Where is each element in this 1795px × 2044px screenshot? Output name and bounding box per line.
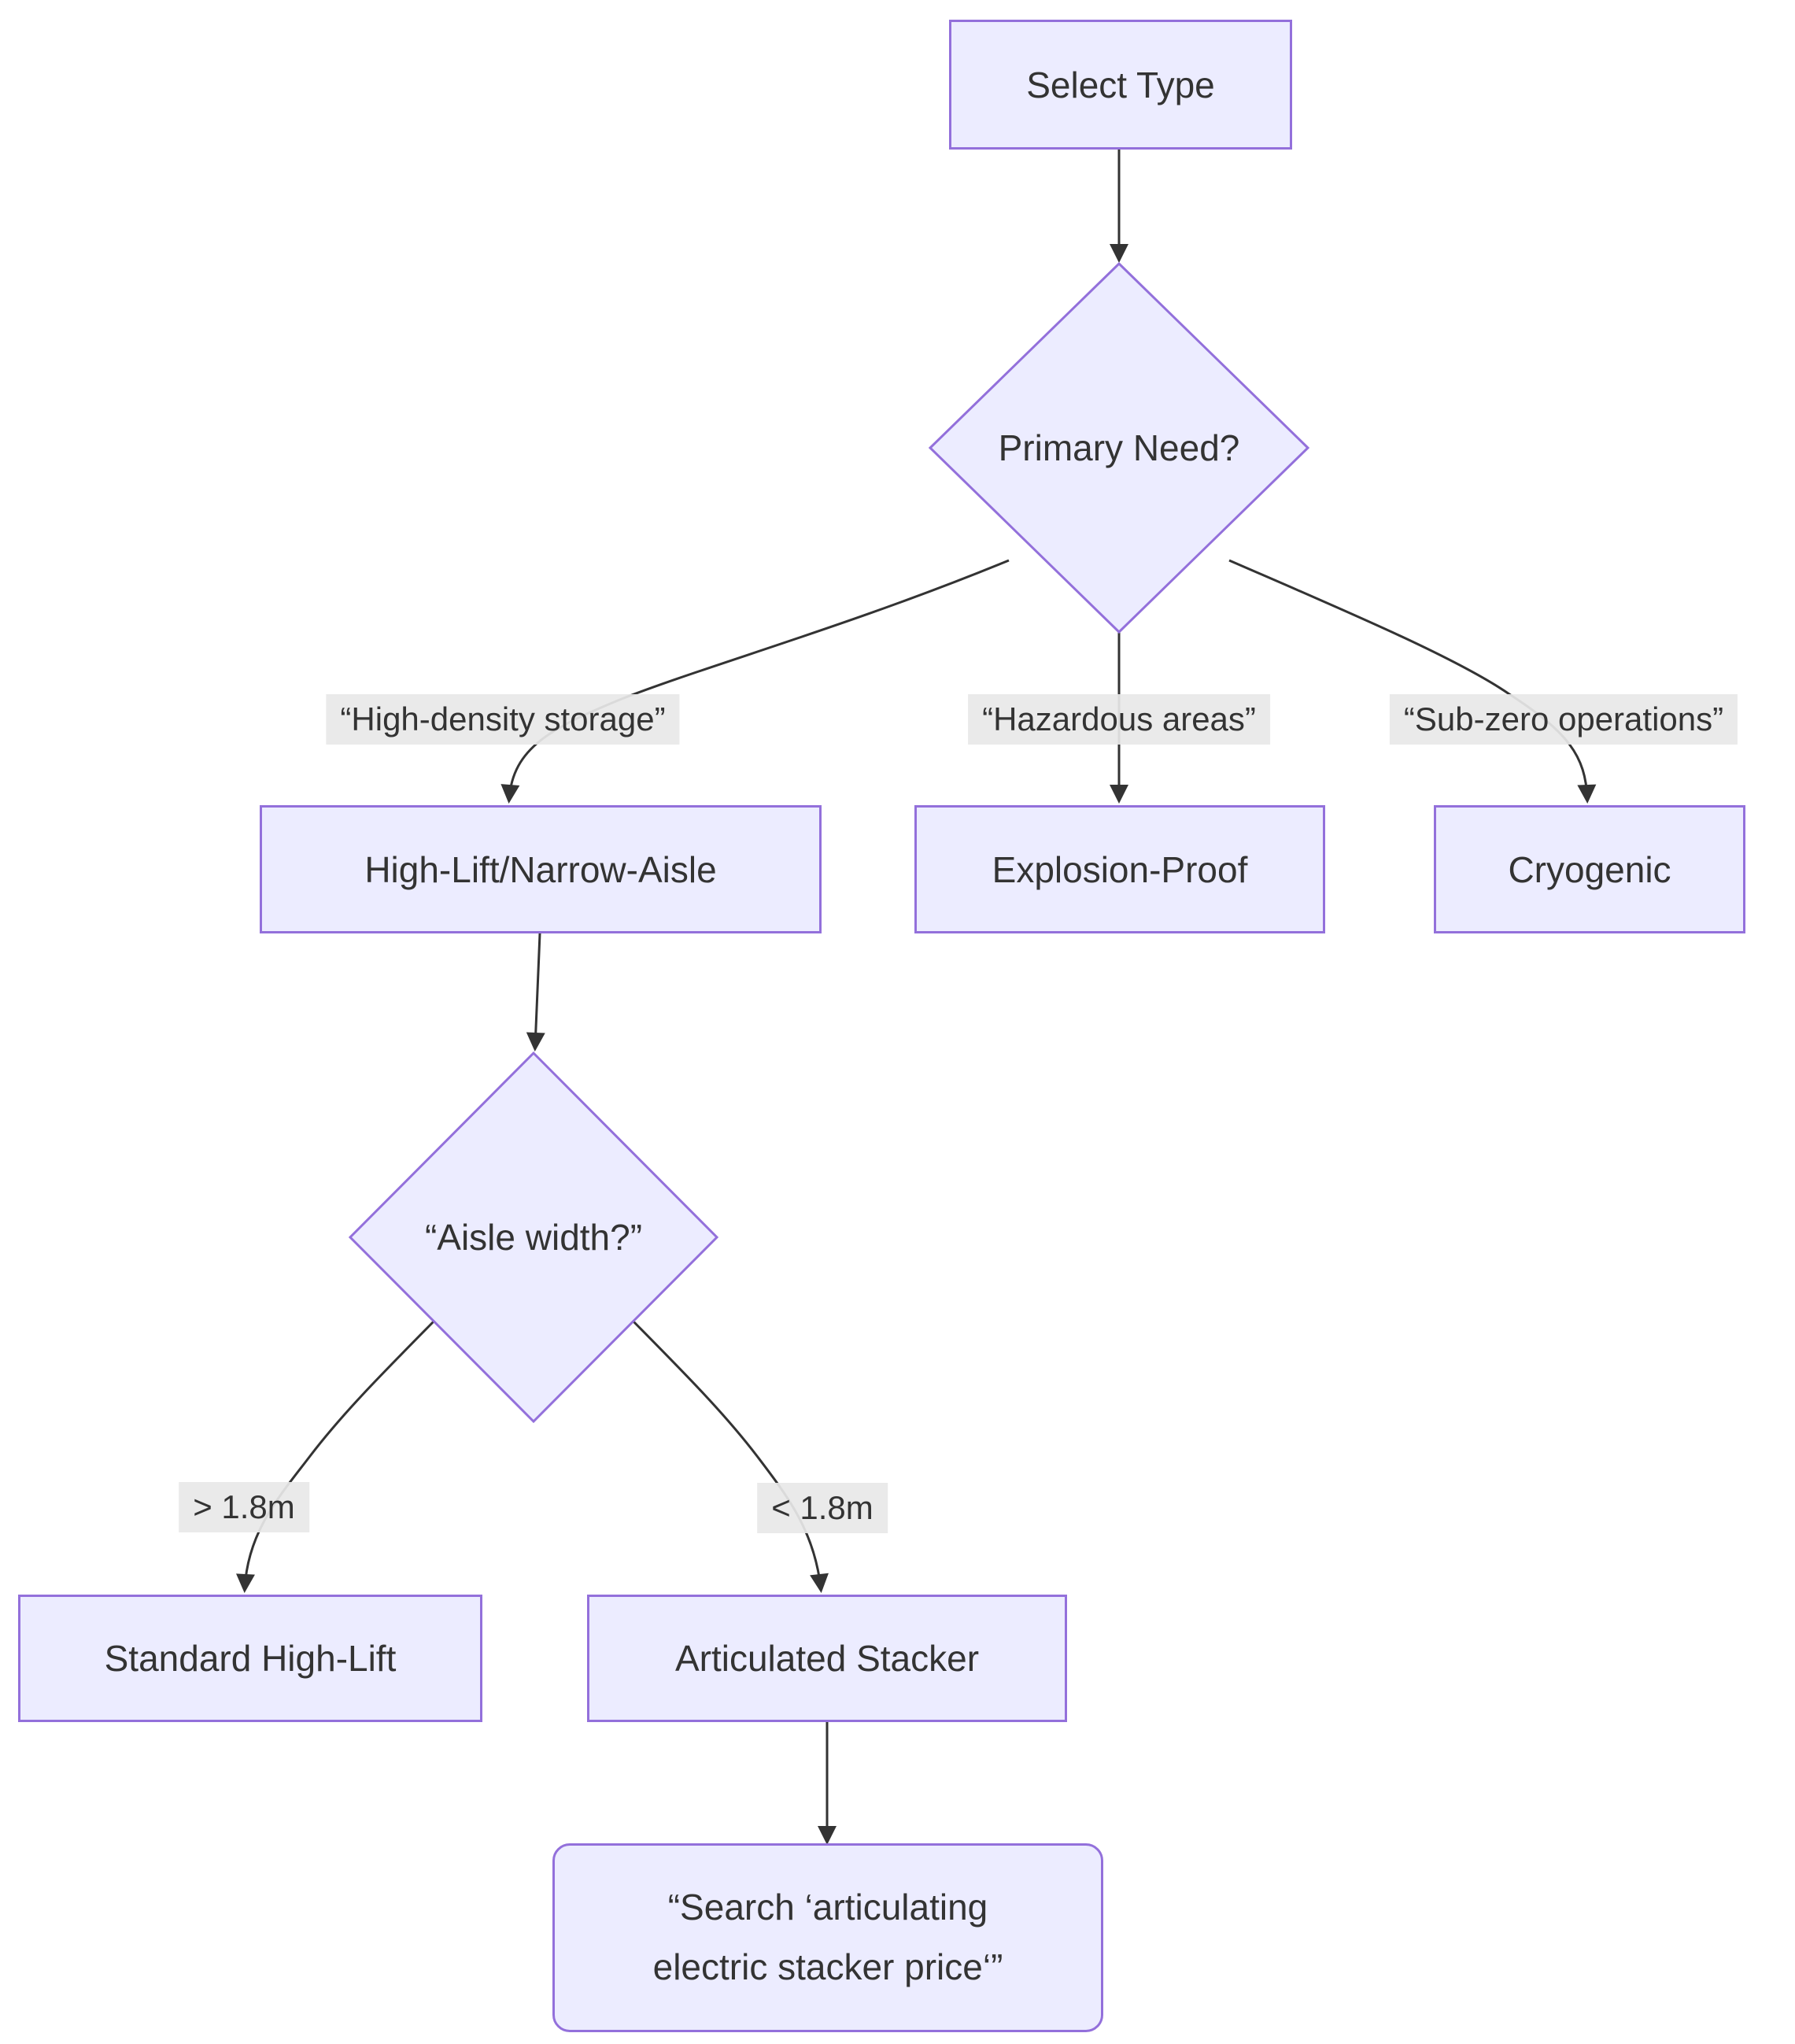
node-aisle-width-label: “Aisle width?” [424, 1217, 643, 1258]
node-standard-high-lift-label: Standard High-Lift [104, 1638, 397, 1679]
node-select-type-label: Select Type [1026, 64, 1215, 105]
edge-label-less-than-1-8m: < 1.8m [757, 1483, 888, 1533]
edge-aisle-width-to-standard-high-lift [236, 1319, 436, 1593]
node-primary-need-label: Primary Need? [998, 427, 1240, 468]
node-select-type: Select Type [949, 20, 1292, 150]
edge-primary-need-to-high-lift [500, 559, 1010, 804]
node-high-lift-narrow-aisle-label: High-Lift/Narrow-Aisle [364, 848, 717, 890]
node-explosion-proof: Explosion-Proof [914, 805, 1325, 933]
node-high-lift-narrow-aisle: High-Lift/Narrow-Aisle [260, 805, 822, 933]
node-articulated-stacker-label: Articulated Stacker [674, 1638, 980, 1679]
edge-label-high-density-storage: “High-density storage” [326, 694, 680, 745]
node-cryogenic-label: Cryogenic [1508, 848, 1671, 890]
node-standard-high-lift: Standard High-Lift [18, 1595, 482, 1722]
node-aisle-width-shape [348, 1051, 719, 1424]
edge-label-sub-zero-operations: “Sub-zero operations” [1389, 694, 1738, 745]
node-cryogenic: Cryogenic [1434, 805, 1745, 933]
edge-label-hazardous-areas: “Hazardous areas” [968, 694, 1270, 745]
edge-primary-need-to-cryogenic [1228, 559, 1597, 804]
node-explosion-proof-label: Explosion-Proof [992, 848, 1248, 890]
node-primary-need-shape [928, 261, 1310, 634]
edge-aisle-width-to-articulated-stacker [631, 1319, 829, 1593]
edge-high-lift-to-aisle-width [526, 933, 545, 1052]
node-search-query-label: “Search ‘articulating electric stacker p… [652, 1887, 1003, 1987]
node-search-query: “Search ‘articulating electric stacker p… [552, 1843, 1103, 2032]
node-articulated-stacker: Articulated Stacker [587, 1595, 1067, 1722]
edge-label-greater-than-1-8m: > 1.8m [179, 1482, 309, 1532]
